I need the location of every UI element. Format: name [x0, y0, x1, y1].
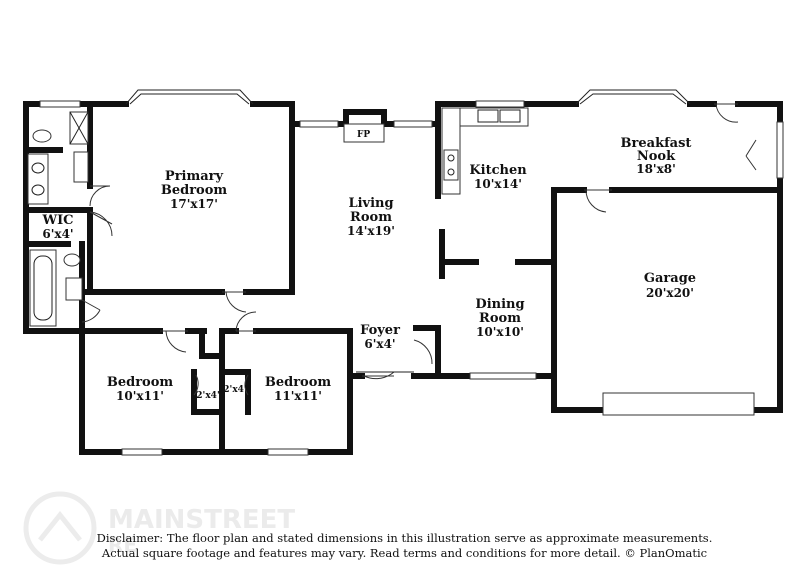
window-bedroom-right [267, 448, 309, 456]
dining-room-dims: 10'x10' [476, 325, 524, 339]
foyer-dims: 6'x4' [364, 337, 395, 351]
bedroom-right-label: Bedroom [265, 375, 332, 390]
fixtures: FP [27, 107, 529, 327]
foyer-label: Foyer [360, 323, 400, 338]
fireplace [343, 123, 385, 143]
living-room-dims: 14'x19' [347, 224, 395, 238]
window-bedroom-left [121, 448, 163, 456]
bedroom-left-dims: 10'x11' [116, 389, 164, 403]
dining-room-label-2: Room [479, 311, 521, 326]
garage-door [602, 392, 755, 416]
vanity-icon [27, 153, 49, 205]
disclaimer-line-1: Disclaimer: The floor plan and stated di… [96, 531, 713, 545]
watermark-logo-icon [23, 491, 97, 565]
breakfast-nook-label-1: Breakfast [621, 136, 692, 151]
watermark-brand-sub: RE [108, 533, 137, 557]
wic-label: WIC [41, 213, 73, 228]
watermark-brand: MAINSTREET [108, 505, 295, 535]
doors [81, 103, 757, 396]
window-nook-side [776, 121, 784, 179]
window-kitchen [475, 100, 525, 108]
dining-room-label-1: Dining [475, 297, 524, 312]
bedroom-left-label: Bedroom [107, 375, 174, 390]
kitchen-label: Kitchen [469, 163, 527, 178]
garage-dims: 20'x20' [646, 286, 694, 300]
window-dining [469, 372, 537, 380]
closet-left-dims: 2'x4' [196, 391, 219, 401]
primary-bedroom-label-2: Bedroom [161, 183, 228, 198]
closet-right-dims: 2'x4' [223, 385, 246, 395]
watermark: MAINSTREET RE [23, 491, 295, 565]
room-labels: Primary Bedroom 17'x17' WIC 6'x4' Living… [41, 136, 696, 403]
sink-icon-hall [65, 277, 83, 301]
breakfast-nook-label-2: Nook [637, 149, 676, 164]
primary-bedroom-label-1: Primary [165, 169, 224, 184]
window-living-left [299, 120, 339, 128]
garage-label: Garage [644, 271, 696, 286]
windows [39, 89, 784, 456]
primary-bedroom-dims: 17'x17' [170, 197, 218, 211]
living-room-label-1: Living [348, 196, 393, 211]
bedroom-right-dims: 11'x11' [274, 389, 322, 403]
window-living-right [393, 120, 433, 128]
living-room-label-2: Room [350, 210, 392, 225]
toilet-icon-hall [63, 253, 81, 267]
wic-dims: 6'x4' [42, 227, 73, 241]
window-bath [39, 100, 81, 108]
breakfast-nook-dims: 18'x8' [636, 162, 676, 176]
fireplace-label: FP [357, 130, 370, 140]
disclaimer-line-2: Actual square footage and features may v… [101, 546, 708, 560]
toilet-icon [32, 129, 52, 143]
stove-icon [443, 149, 459, 181]
kitchen-dims: 10'x14' [474, 177, 522, 191]
